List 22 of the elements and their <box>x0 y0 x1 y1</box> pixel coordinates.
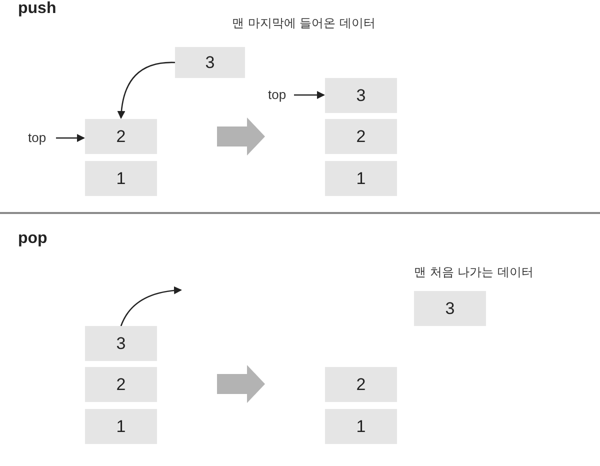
arrow <box>118 62 175 119</box>
pointer-label: top <box>268 87 286 102</box>
stack-item: 2 <box>325 119 397 154</box>
arrow <box>294 91 325 99</box>
stack-item: 3 <box>325 78 397 113</box>
section-heading: push <box>18 0 56 18</box>
stack-item: 2 <box>85 367 157 402</box>
node-label: 맨 마지막에 들어온 데이터 <box>232 15 376 32</box>
stack-item: 2 <box>325 367 397 402</box>
stack-item: 3 <box>85 326 157 361</box>
stack-item: 3 <box>414 291 486 326</box>
arrow <box>120 286 182 326</box>
stack-item: 1 <box>325 409 397 444</box>
stack-item: 1 <box>85 161 157 196</box>
stack-item: 2 <box>85 119 157 154</box>
stack-item: 1 <box>85 409 157 444</box>
pointer-label: top <box>28 130 46 145</box>
arrow <box>56 134 85 142</box>
section-heading: pop <box>18 230 48 248</box>
stack-item: 3 <box>175 47 245 78</box>
stack-item: 1 <box>325 161 397 196</box>
node-label: 맨 처음 나가는 데이터 <box>414 264 534 281</box>
